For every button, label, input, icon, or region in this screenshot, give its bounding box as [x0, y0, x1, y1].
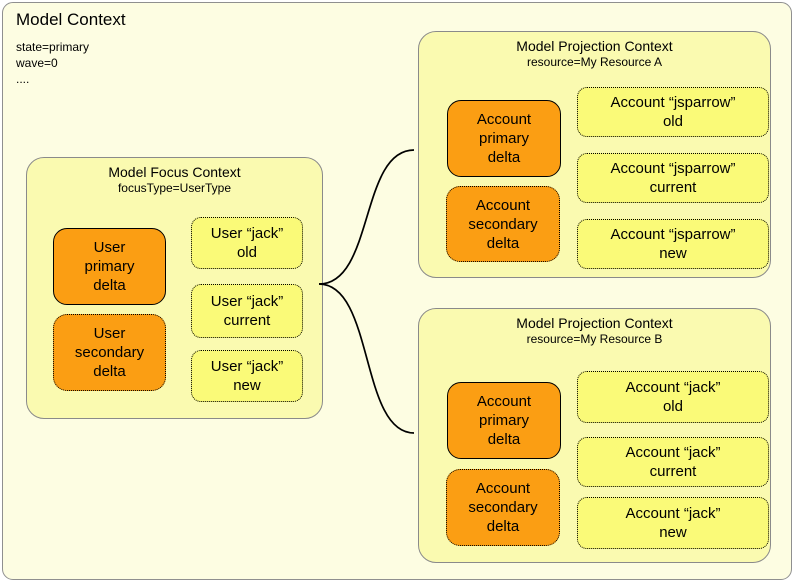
- focus-context-subtitle: focusType=UserType: [117, 181, 232, 195]
- focus-item-new-node: User “jack” new: [191, 350, 303, 402]
- projection-b-subtitle: resource=My Resource B: [526, 332, 663, 346]
- projection-a-title: Model Projection Context: [516, 38, 673, 54]
- projection-a-secondary-delta-node: Account secondary delta: [446, 186, 560, 262]
- projection-b-title: Model Projection Context: [516, 315, 673, 331]
- focus-item-old-node: User “jack” old: [191, 217, 303, 269]
- projection-b-item-new-node: Account “jack” new: [577, 497, 769, 549]
- projection-a-item-old-node: Account “jsparrow” old: [577, 87, 769, 137]
- model-focus-context-box: Model Focus Context focusType=UserType U…: [26, 157, 323, 419]
- focus-primary-delta-node: User primary delta: [53, 228, 166, 305]
- model-projection-context-b-box: Model Projection Context resource=My Res…: [418, 308, 771, 563]
- model-context-title: Model Context: [16, 10, 126, 29]
- projection-a-item-current-node: Account “jsparrow” current: [577, 153, 769, 203]
- model-projection-context-a-box: Model Projection Context resource=My Res…: [418, 31, 771, 278]
- projection-a-primary-delta-node: Account primary delta: [447, 100, 561, 177]
- model-context-attributes: state=primary wave=0 ....: [16, 40, 90, 86]
- focus-item-current-node: User “jack” current: [191, 284, 303, 338]
- projection-a-item-new-node: Account “jsparrow” new: [577, 219, 769, 269]
- projection-b-primary-delta-node: Account primary delta: [447, 382, 561, 459]
- projection-a-subtitle: resource=My Resource A: [526, 55, 663, 69]
- focus-context-title: Model Focus Context: [108, 164, 241, 180]
- projection-b-secondary-delta-node: Account secondary delta: [446, 469, 560, 546]
- focus-secondary-delta-node: User secondary delta: [53, 314, 166, 391]
- projection-b-item-old-node: Account “jack” old: [577, 371, 769, 423]
- projection-b-item-current-node: Account “jack” current: [577, 437, 769, 487]
